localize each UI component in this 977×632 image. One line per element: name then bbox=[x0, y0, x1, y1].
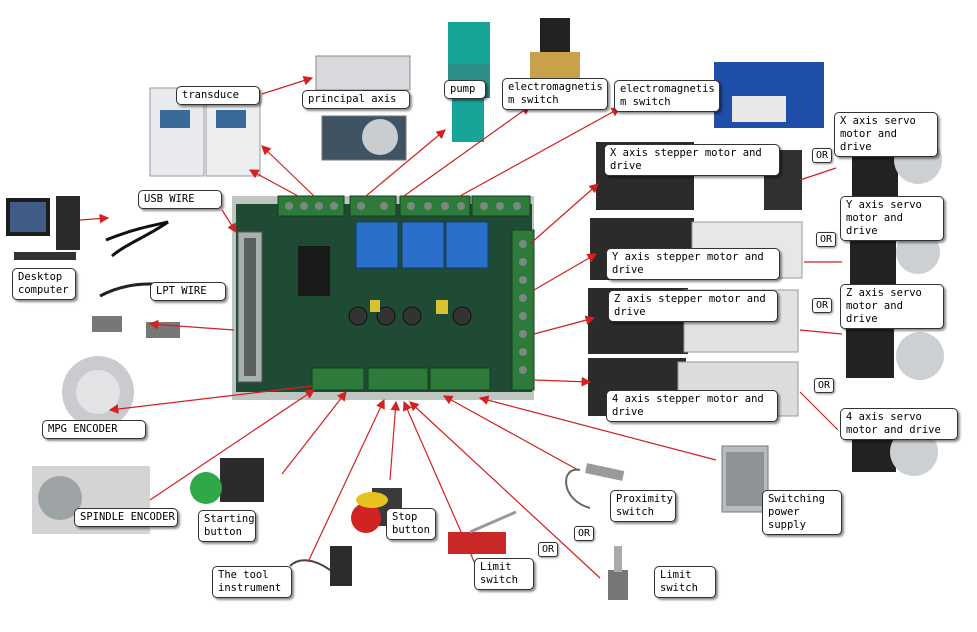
switching-power-supply-label: Switching power supply bbox=[762, 490, 842, 535]
or-label: OR bbox=[816, 232, 837, 247]
electromagnetism-switch-label: electromagnetis m switch bbox=[502, 78, 608, 110]
connection-arrows bbox=[79, 75, 717, 579]
usb-wire-label: USB WIRE bbox=[138, 190, 222, 209]
starting-button-label: Starting button bbox=[198, 510, 256, 542]
start-button-photo bbox=[190, 458, 264, 504]
limit-switch-photo bbox=[608, 546, 628, 600]
proximity-sensor-photo bbox=[565, 463, 625, 509]
mpg-encoder-label: MPG ENCODER bbox=[42, 420, 146, 439]
solenoid-valve-photo bbox=[530, 18, 580, 80]
or-label: OR bbox=[538, 542, 559, 557]
transduce-label: transduce bbox=[176, 86, 260, 105]
spindle-encoder-label: SPINDLE ENCODER bbox=[74, 508, 178, 527]
stop-button-label: Stop button bbox=[386, 508, 436, 540]
lpt-wire-label: LPT WIRE bbox=[150, 282, 226, 301]
proximity-switch-label: Proximity switch bbox=[610, 490, 676, 522]
x-servo-label: X axis servo motor and drive bbox=[834, 112, 938, 157]
limit-switch-label: Limit switch bbox=[654, 566, 716, 598]
or-label: OR bbox=[812, 148, 833, 163]
power-supply-photo bbox=[721, 445, 769, 513]
usb-cable-photo bbox=[105, 220, 169, 258]
limit-switch-label: Limit switch bbox=[474, 558, 534, 590]
control-board bbox=[232, 195, 535, 400]
or-label: OR bbox=[814, 378, 835, 393]
z-stepper-label: Z axis stepper motor and drive bbox=[608, 290, 778, 322]
stop-button-photo bbox=[351, 488, 402, 533]
4-axis-servo-label: 4 axis servo motor and drive bbox=[840, 408, 958, 440]
x-stepper-label: X axis stepper motor and drive bbox=[604, 144, 780, 176]
pump-label: pump bbox=[444, 80, 486, 99]
tool-instrument-label: The tool instrument bbox=[212, 566, 292, 598]
micro-switch-photo bbox=[448, 510, 517, 554]
electromagnetism-switch-label: electromagnetis m switch bbox=[614, 80, 720, 112]
or-connectors bbox=[799, 167, 843, 431]
spindle-photo bbox=[315, 55, 411, 161]
or-label: OR bbox=[574, 526, 595, 541]
mpg-encoder-photo bbox=[62, 356, 134, 428]
tool-sensor-photo bbox=[289, 546, 352, 586]
y-stepper-label: Y axis stepper motor and drive bbox=[606, 248, 780, 280]
y-servo-label: Y axis servo motor and drive bbox=[840, 196, 944, 241]
z-servo-label: Z axis servo motor and drive bbox=[840, 284, 944, 329]
pneumatic-valve-photo bbox=[714, 62, 824, 128]
desktop-computer-label: Desktop computer bbox=[12, 268, 76, 300]
4-axis-stepper-label: 4 axis stepper motor and drive bbox=[606, 390, 778, 422]
or-label: OR bbox=[812, 298, 833, 313]
desktop-computer-photo bbox=[6, 196, 80, 260]
principal-axis-label: principal axis bbox=[302, 90, 410, 109]
